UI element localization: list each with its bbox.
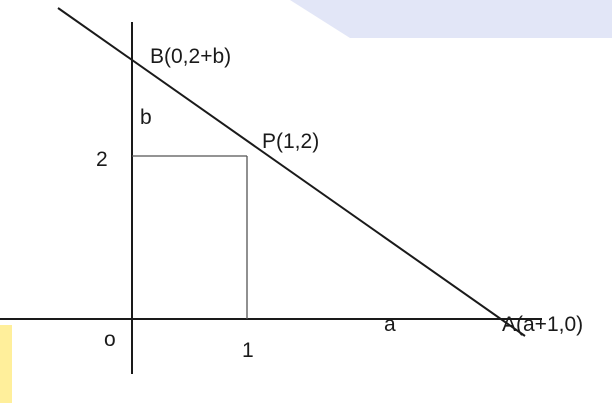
background-band	[290, 0, 612, 38]
point-p-label: P(1,2)	[262, 130, 319, 153]
tick-y-2-label: 2	[96, 148, 108, 171]
line-bpa	[57, 7, 526, 337]
point-a-label: A(a+1,0)	[502, 313, 583, 336]
origin-label: o	[104, 328, 116, 351]
segment-a-label: a	[384, 313, 396, 336]
segment-b-label: b	[140, 106, 152, 129]
point-b-label: B(0,2+b)	[150, 45, 231, 68]
left-accent	[0, 325, 12, 403]
tick-x-1-label: 1	[242, 339, 254, 362]
